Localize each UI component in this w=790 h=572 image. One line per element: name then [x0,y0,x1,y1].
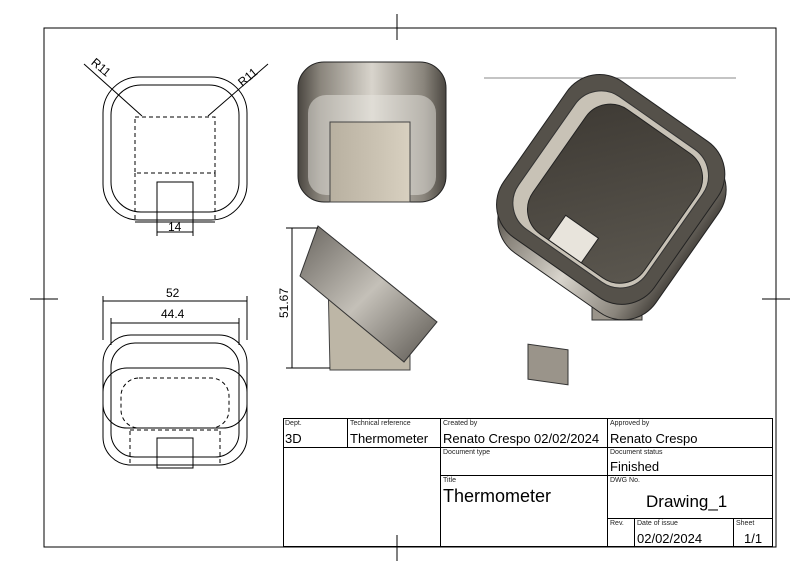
sheet-label: Sheet [736,520,755,527]
title-value: Thermometer [443,486,552,506]
doc-status-label: Document status [610,449,663,456]
rev-label: Rev. [610,520,624,527]
radius-dimension-left: R11 [88,55,113,80]
dept-label: Dept. [285,420,302,427]
tech-ref-label: Technical reference [350,420,411,427]
title-block: Dept. 3D Technical reference Thermometer… [283,418,773,547]
date-label: Date of issue [637,520,678,527]
sheet-value: 1/1 [744,531,763,546]
approved-by-value: Renato Crespo [610,431,698,446]
dwg-no-label: DWG No. [610,477,640,484]
radius-dimension-right: R11 [235,65,260,90]
front-view [102,296,248,469]
dwg-no-value: Drawing_1 [646,492,728,511]
top-view [83,63,269,236]
outer-width-dimension: 52 [166,286,180,300]
frame [30,14,790,561]
shaded-side-view [286,225,438,371]
dept-value: 3D [285,431,302,446]
title-label: Title [443,477,456,484]
isometric-view [484,74,736,386]
inner-width-dimension: 44.4 [161,307,185,321]
doc-status-value: Finished [610,459,660,474]
approved-by-label: Approved by [610,420,650,427]
tech-ref-value: Thermometer [350,431,429,446]
date-value: 02/02/2024 [637,531,703,546]
created-by-label: Created by [443,420,478,427]
height-dimension: 51.67 [277,288,291,318]
tab-width-dimension: 14 [168,220,182,234]
doc-type-label: Document type [443,449,491,456]
created-by-value: Renato Crespo 02/02/2024 [443,431,600,446]
shaded-front-view [297,61,447,203]
